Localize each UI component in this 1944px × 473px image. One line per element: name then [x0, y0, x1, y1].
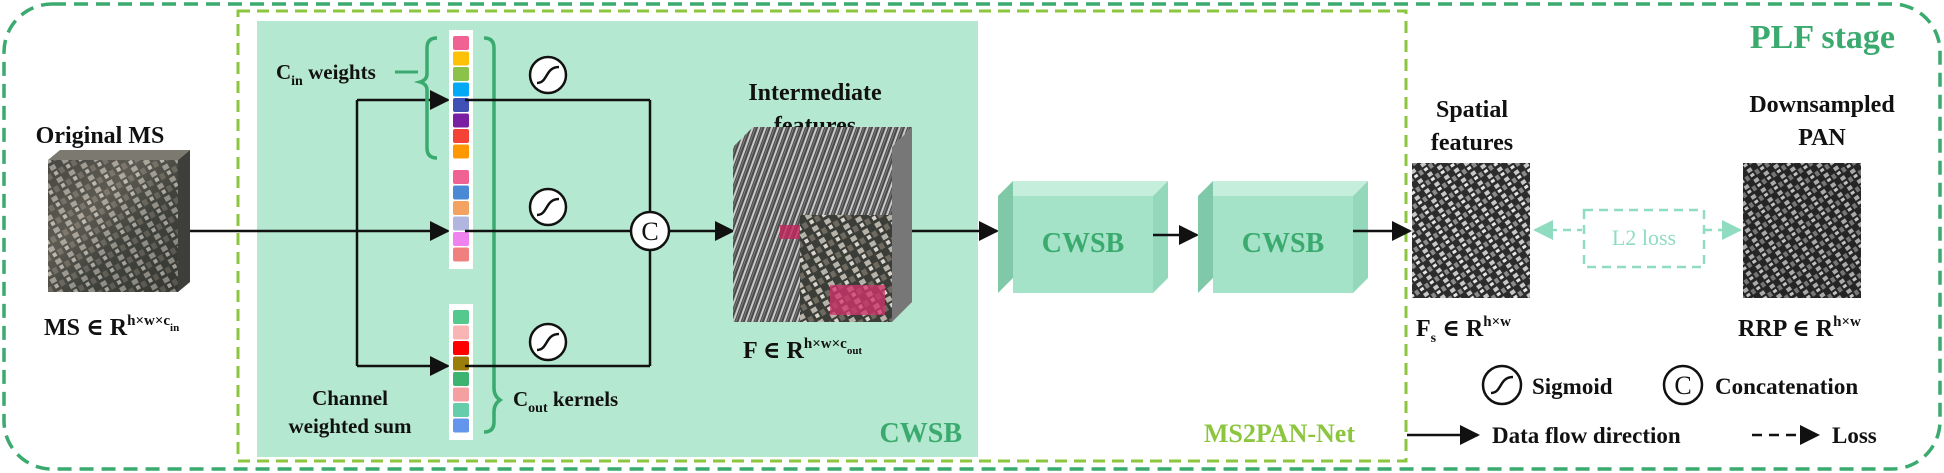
sigmoid-icon [1481, 364, 1523, 406]
intermediate-formula: F ∈ Rh×w×cout [743, 336, 862, 364]
legend: Sigmoid C Concatenation Data flow direct… [1407, 364, 1877, 448]
l2-loss-box [1582, 208, 1706, 269]
original-ms-image [48, 150, 190, 292]
cout-kernels-label: Cout kernels [513, 387, 618, 416]
sigmoid-icon [528, 55, 568, 95]
original-ms-formula: MS ∈ Rh×w×cin [44, 313, 179, 341]
downsampled-pan-image [1743, 163, 1861, 298]
spatial-features-image [1412, 163, 1530, 298]
cwsb-block-2: CWSB [1198, 181, 1368, 293]
channel-cell [453, 82, 469, 97]
channel-group-1 [449, 30, 473, 166]
channel-cell [453, 113, 469, 128]
channel-group-2 [449, 164, 473, 269]
downsampled-pan-shade [1743, 163, 1861, 298]
sigmoid-icon [528, 322, 568, 362]
cout-kernels-brace [483, 36, 504, 434]
channel-cell [453, 372, 469, 386]
cin-weights-brace [413, 36, 438, 160]
downsampled-title-line1: Downsampled [1749, 92, 1895, 118]
original-ms-title: Original MS [36, 123, 165, 149]
legend-data-flow-label: Data flow direction [1492, 423, 1681, 448]
spatial-formula: Fs ∈ Rh×w [1416, 314, 1511, 346]
channel-cell [453, 216, 469, 231]
channel-cell [453, 98, 469, 112]
l2-loss-label: L2 loss [1612, 225, 1676, 250]
channel-cell [453, 387, 469, 402]
svg-text:C: C [641, 217, 658, 246]
channel-cell [453, 36, 469, 50]
concatenation-icon: C [1662, 364, 1704, 406]
downsampled-title-line2: PAN [1798, 125, 1846, 151]
intermediate-features-cube [733, 127, 912, 322]
channel-cell [453, 170, 469, 184]
svg-text:CWSB: CWSB [1042, 228, 1124, 259]
ms2pan-net-title: MS2PAN-Net [1204, 419, 1355, 448]
channel-cell [453, 129, 469, 143]
cin-weights-label: Cin weights [276, 60, 376, 89]
channel-group-3 [449, 304, 473, 440]
downsampled-formula: RRP ∈ Rh×w [1738, 314, 1861, 342]
channel-cell [453, 201, 469, 215]
legend-concatenation-label: Concatenation [1715, 374, 1858, 399]
channel-cell [453, 356, 469, 371]
channel-cell [453, 144, 469, 159]
legend-sigmoid-label: Sigmoid [1532, 374, 1613, 399]
legend-loss-label: Loss [1832, 423, 1877, 448]
spatial-title-line1: Spatial [1436, 97, 1508, 123]
channel-cell [453, 67, 469, 81]
channel-weighted-sum-line1: Channel [312, 386, 388, 410]
channel-groups [449, 30, 473, 440]
plf-stage-title: PLF stage [1750, 19, 1895, 56]
channel-cell [453, 403, 469, 417]
spatial-title-line2: features [1431, 130, 1513, 156]
channel-cell [453, 51, 469, 66]
channel-cell [453, 232, 469, 246]
channel-cell [453, 341, 469, 355]
cwsb-block-1: CWSB [998, 181, 1168, 293]
channel-cell [453, 185, 469, 200]
channel-cell [453, 247, 469, 262]
concatenation-icon: C [629, 210, 671, 252]
intermediate-title-line1: Intermediate [748, 80, 882, 106]
sigmoid-icon [528, 187, 568, 227]
channel-cell [453, 418, 469, 433]
channel-cell [453, 325, 469, 340]
svg-text:C: C [1674, 371, 1691, 400]
cwsb-region-title: CWSB [880, 418, 962, 449]
channel-cell [453, 310, 469, 324]
svg-text:CWSB: CWSB [1242, 228, 1324, 259]
channel-weighted-sum-line2: weighted sum [288, 414, 412, 438]
